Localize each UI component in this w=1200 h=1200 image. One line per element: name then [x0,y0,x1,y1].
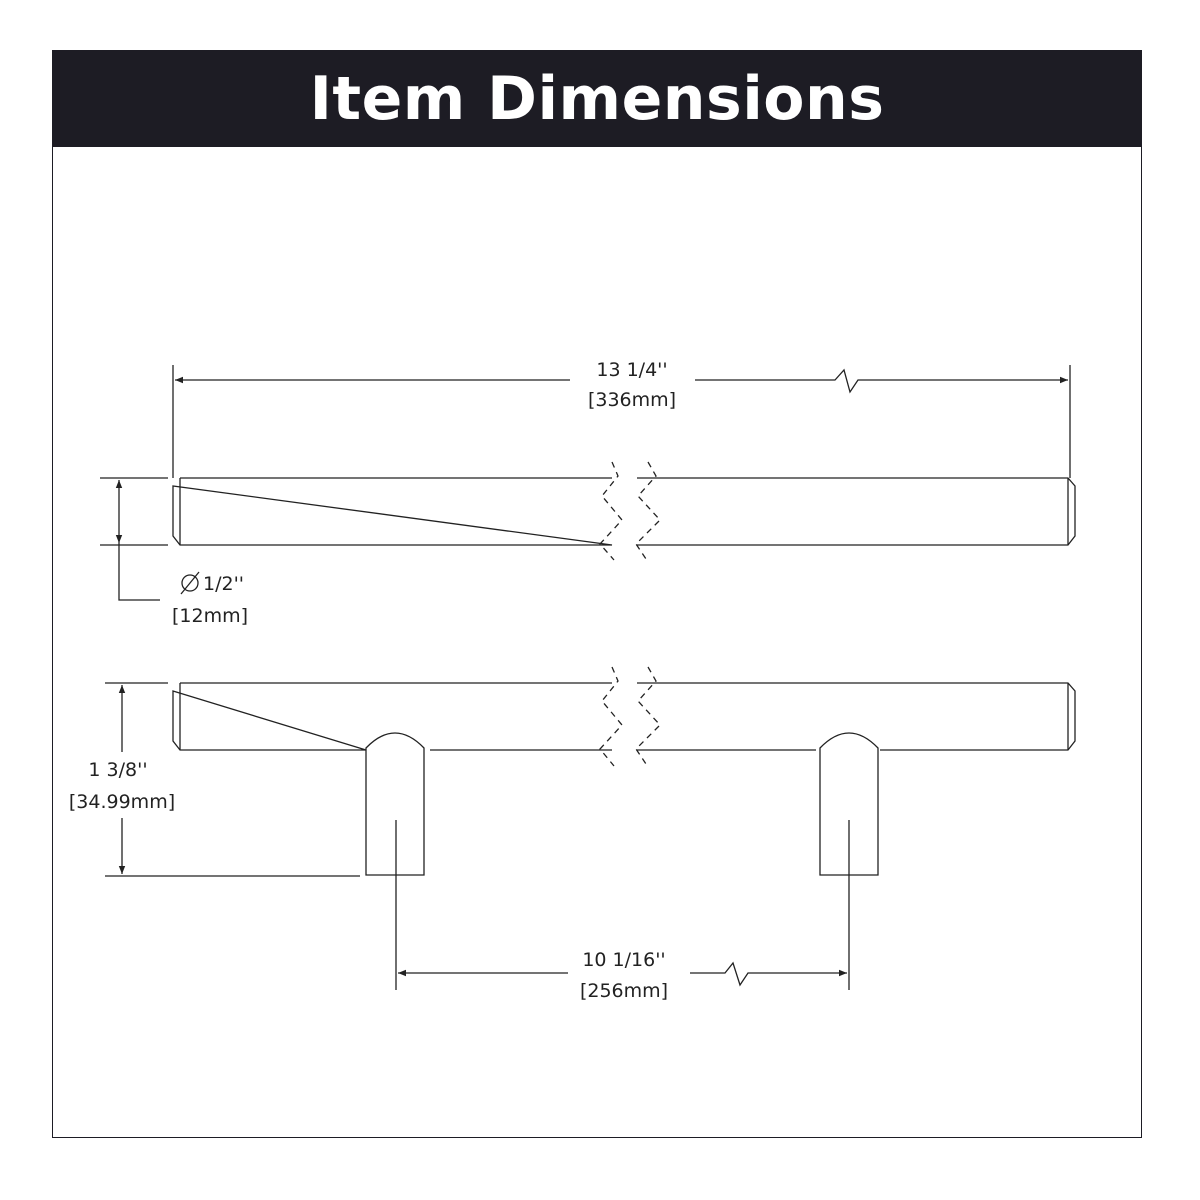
diameter-dimension: 1/2'' [12mm] [100,477,248,627]
diameter-metric: [12mm] [172,605,248,627]
overall-length-metric: [336mm] [588,389,676,411]
handle-break-line-right [635,666,661,768]
diameter-symbol-icon [180,571,200,595]
c2c-dimension-line-right-break [690,961,847,987]
overall-length-dimension: 13 1/4'' [336mm] [172,359,1071,478]
projection-dimension: 1 3/8'' [34.99mm] [69,682,360,877]
page-title: Item Dimensions [309,64,885,134]
break-line-right [635,461,661,563]
diameter-imperial: 1/2'' [203,573,244,595]
projection-metric: [34.99mm] [69,791,175,813]
header-bar: Item Dimensions [53,51,1141,147]
handle-bar-outline [172,682,1076,751]
break-line-left [599,461,623,561]
overall-length-imperial: 13 1/4'' [596,359,667,381]
c2c-metric: [256mm] [580,980,668,1002]
diameter-leader [118,543,160,601]
bar-outline [172,477,1076,546]
post-right [819,732,879,876]
post-left [365,732,425,876]
handle-side-view [172,666,1076,876]
dimension-line-right-break [695,368,1068,394]
c2c-imperial: 10 1/16'' [582,949,665,971]
center-to-center-dimension: 10 1/16'' [256mm] [395,820,850,1002]
dimensions-panel: Item Dimensions [52,50,1142,1138]
projection-imperial: 1 3/8'' [88,759,147,781]
bar-top-view [172,461,1076,563]
handle-break-line-left [599,666,623,767]
